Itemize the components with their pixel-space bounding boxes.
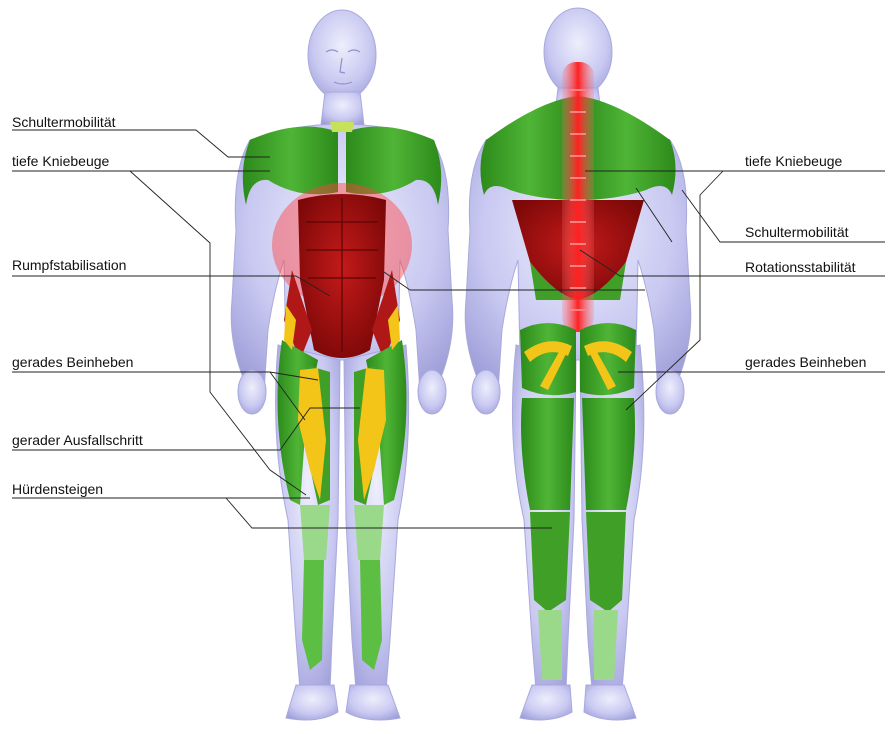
label-right-rotationsstabilitaet: Rotationsstabilität bbox=[745, 259, 856, 275]
front-body-figure bbox=[231, 10, 453, 720]
label-left-huerdensteigen: Hürdensteigen bbox=[12, 481, 103, 497]
label-right-schultermobilitaet: Schultermobilität bbox=[745, 224, 849, 240]
label-left-tiefe-kniebeuge: tiefe Kniebeuge bbox=[12, 153, 109, 169]
label-right-tiefe-kniebeuge: tiefe Kniebeuge bbox=[745, 153, 842, 169]
label-left-rumpfstabilisation: Rumpfstabilisation bbox=[12, 257, 126, 273]
label-left-gerades-beinheben: gerades Beinheben bbox=[12, 354, 133, 370]
back-body-figure bbox=[465, 8, 691, 720]
spine-highlight bbox=[562, 62, 594, 332]
label-left-gerader-ausfallschritt: gerader Ausfallschritt bbox=[12, 432, 143, 448]
label-left-schultermobilitaet: Schultermobilität bbox=[12, 114, 116, 130]
label-right-gerades-beinheben: gerades Beinheben bbox=[745, 354, 866, 370]
